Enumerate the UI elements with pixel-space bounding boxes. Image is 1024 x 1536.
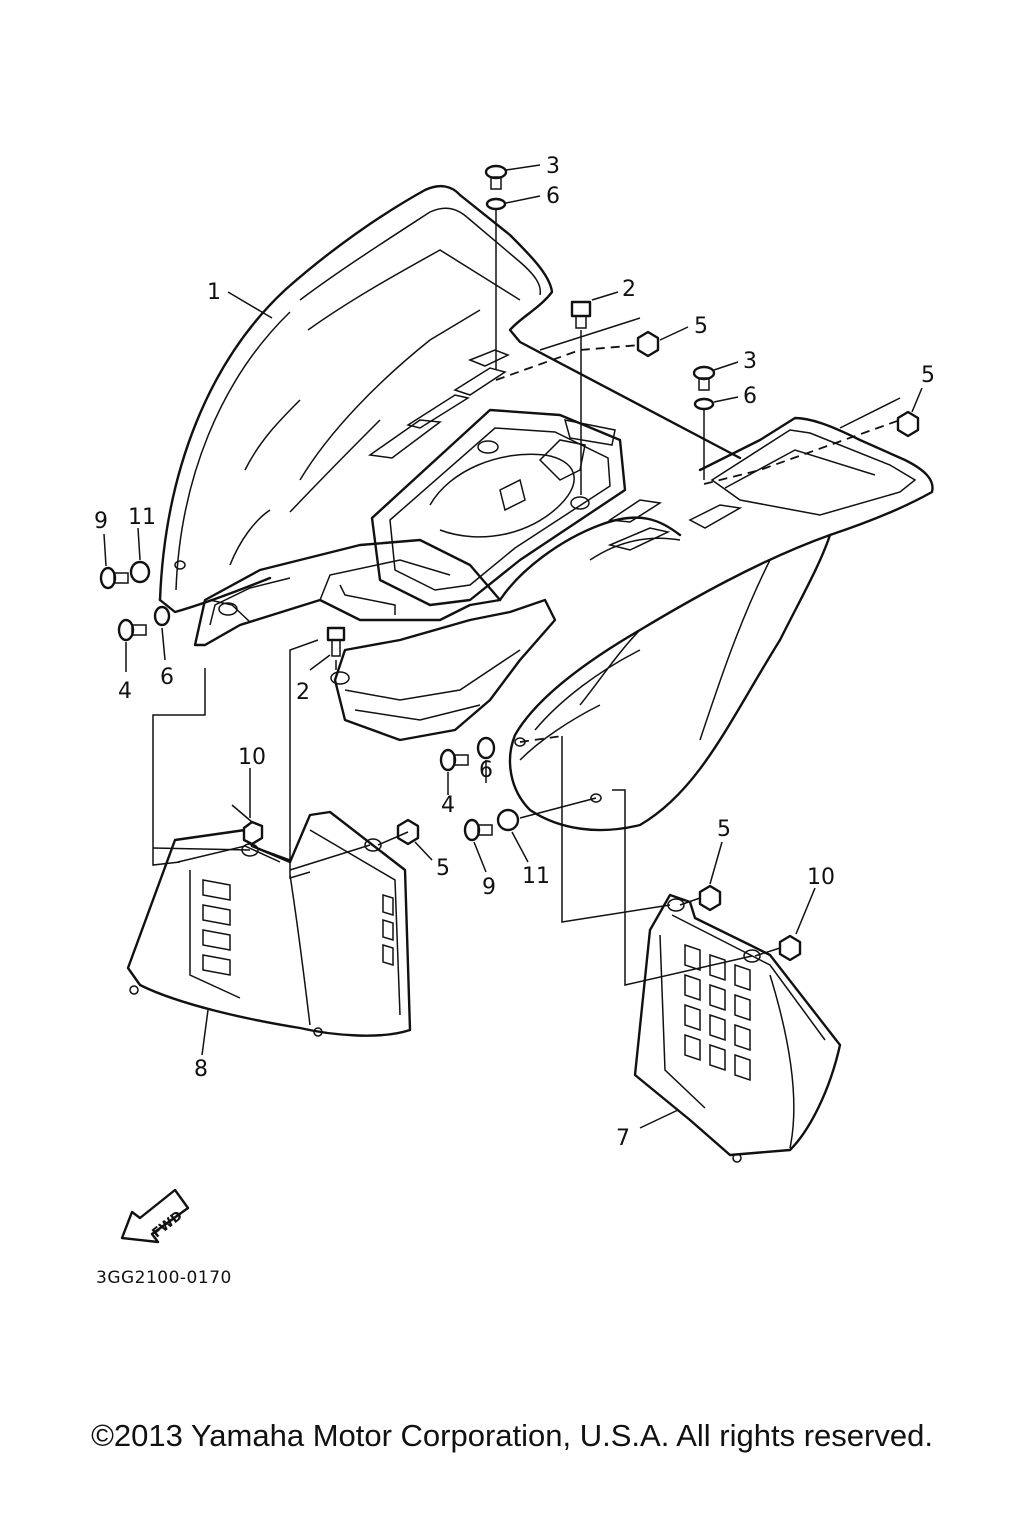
callout-11-mid: 11 [522, 864, 550, 889]
bolt-4-mid [439, 748, 469, 772]
bolt-9-left [99, 566, 129, 590]
callout-9-mid: 9 [482, 875, 496, 900]
washer-6-right [693, 397, 715, 411]
copyright-notice: ©2013 Yamaha Motor Corporation, U.S.A. A… [91, 1418, 933, 1453]
nut-5-right-guard [698, 884, 722, 912]
callout-11-left: 11 [128, 505, 156, 530]
washer-6-mid [476, 736, 496, 760]
forward-arrow-icon: FWD [120, 1188, 190, 1244]
callout-5-right: 5 [921, 363, 935, 388]
callout-8: 8 [194, 1057, 208, 1082]
callout-6-right: 6 [743, 384, 757, 409]
callout-10-right: 10 [807, 865, 835, 890]
callout-10-left: 10 [238, 745, 266, 770]
callout-5-left-guard: 5 [436, 856, 450, 881]
bolt-4-left [117, 618, 147, 642]
callout-6-left: 6 [160, 665, 174, 690]
callout-2-top: 2 [622, 277, 636, 302]
washer-11-left [129, 560, 151, 584]
washer-6-top [485, 197, 507, 211]
nut-5-center [636, 330, 660, 358]
callout-3-top: 3 [546, 154, 560, 179]
drawing-code: 3GG2100-0170 [96, 1268, 232, 1288]
nut-5-right [896, 410, 920, 438]
callout-6-mid: 6 [479, 758, 493, 783]
callout-7: 7 [616, 1126, 630, 1151]
callouts: 1 2 2 3 3 4 4 5 5 5 5 6 6 6 6 7 8 9 9 10… [94, 154, 935, 1151]
bolt-2-center [570, 300, 592, 329]
bolt-3-right [692, 365, 716, 391]
assembly-lines [152, 210, 901, 986]
washer-11-mid [496, 808, 520, 832]
hardware [99, 164, 920, 962]
callout-4-left: 4 [118, 679, 132, 704]
rear-fender [158, 184, 934, 832]
callout-leaders [103, 164, 923, 1129]
bolt-2-lower [326, 626, 346, 657]
bolt-9-mid [463, 818, 493, 842]
callout-9-left: 9 [94, 509, 108, 534]
callout-5-center: 5 [694, 314, 708, 339]
callout-2-lower: 2 [296, 680, 310, 705]
callout-4-mid: 4 [441, 793, 455, 818]
nut-10-left [242, 820, 264, 846]
bolt-3-top [484, 164, 508, 190]
washer-6-left [153, 605, 171, 627]
nut-10-right [778, 934, 802, 962]
callout-6-top: 6 [546, 184, 560, 209]
callout-5-right-guard: 5 [717, 817, 731, 842]
right-mud-guard [633, 893, 842, 1163]
callout-3-right: 3 [743, 349, 757, 374]
callout-1: 1 [207, 280, 221, 305]
left-mud-guard [126, 810, 412, 1037]
